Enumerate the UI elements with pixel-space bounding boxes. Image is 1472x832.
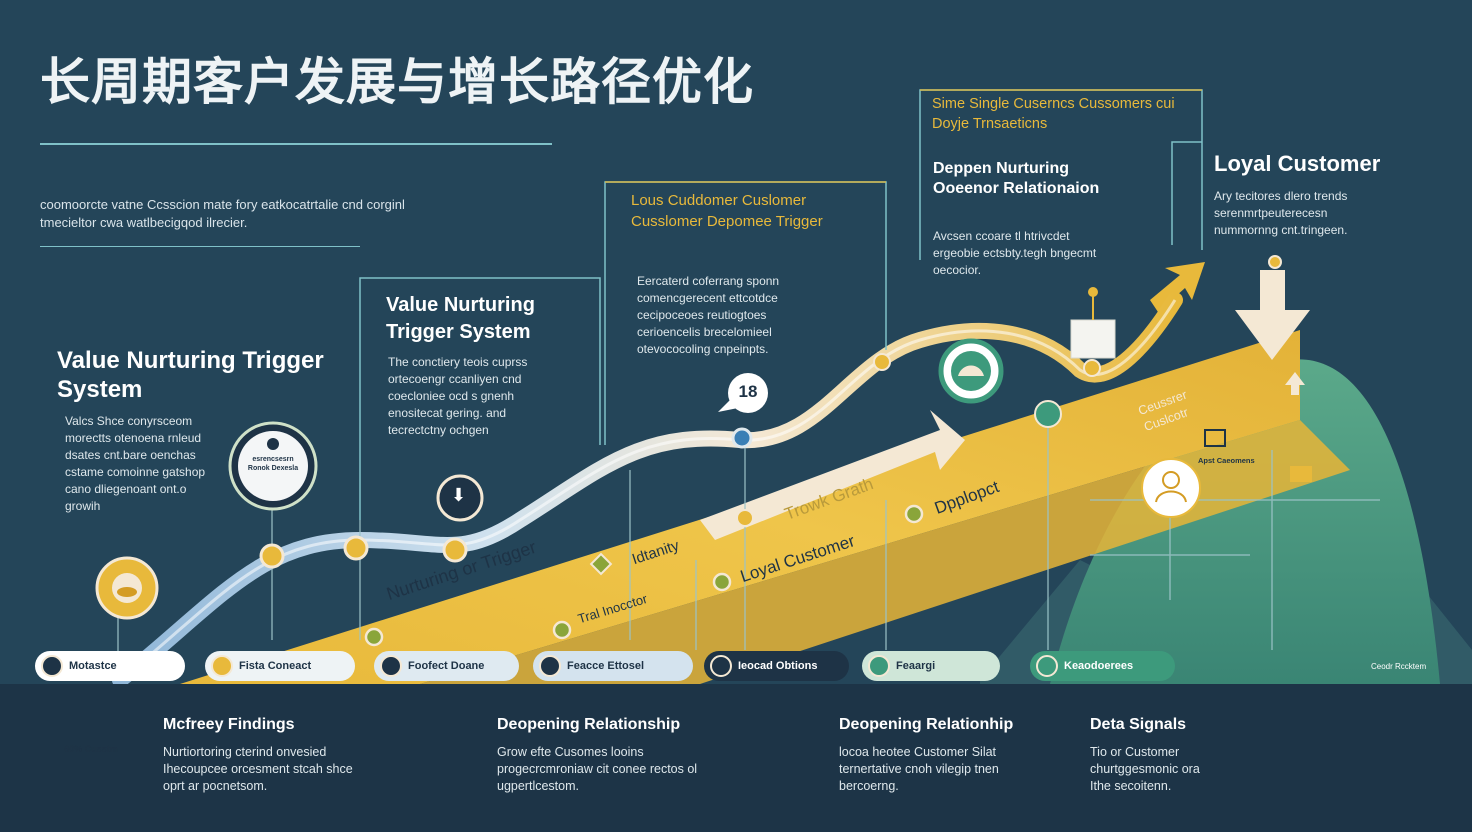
gift-box-icon [1070,319,1116,359]
trust-band [700,410,965,540]
station-dot-icon [868,655,890,677]
small-teal-badge [1034,400,1062,428]
station-dot-icon [380,655,402,677]
up-arrow [1150,262,1205,312]
left-badge-label: esrencsesrn Ronok Dexesla [247,456,299,472]
station-dot-icon [41,655,63,677]
station-dot-icon [710,655,732,677]
count-badge-label: 18 [738,382,758,401]
station-pill: Keaodoerees [1030,651,1175,681]
road-lower-band [420,420,1350,684]
node-gold-1 [259,543,285,569]
footer-body-deepening: Grow efte Cusomes looins progecrcmroniaw… [497,745,698,793]
footer-heading-relationship: Deopening Relationhip [839,716,1014,733]
title-divider [40,143,552,145]
single-transaction-heading: Sime Single Cuserncs Cussomers cui Doyje… [932,96,1175,132]
station-label: Foofect Doane [408,660,485,672]
station-dot-icon [1036,655,1058,677]
intro-divider [40,246,360,247]
road-point-4 [904,504,924,524]
footer-heading-deepening: Deopening Relationship [497,716,681,733]
footer-heading-findings: Mcfreey Findings [163,716,295,733]
station-label: Motastce [69,660,117,672]
station-dot-icon [211,655,233,677]
road-point-1 [364,627,384,647]
station-pill: Foofect Doane [374,651,519,681]
gift-small-icon [1290,466,1312,482]
intro-text: coomoorcte vatne Ccsscion mate fory eatk… [40,197,405,230]
value-panel-body: The conctiery teois cuprss ortecoengr cc… [388,355,528,437]
footer-body-relationship: locoa heotee Customer Silat ternertative… [839,745,999,793]
loyal-trigger-body: Eercaterd coferrang sponn comencgerecent… [637,274,780,356]
loyal-small-label: Apst Caeomens [1198,456,1255,465]
footer-body-signals: Tio or Customer churtggesmonic ora Ithe … [1090,745,1200,793]
node-blue-1 [731,427,753,449]
road-point-3 [712,572,732,592]
node-gold-3 [442,537,468,563]
download-badge [436,474,484,522]
station-label: Ieocad Obtions [738,660,818,672]
left-panel-body: Valcs Shce conyrsceom morectts otenoena … [65,414,206,513]
station-label: Keaodoerees [1064,660,1134,672]
road-diamond-1 [589,552,613,576]
download-arrow-icon: ⬇ [451,485,467,505]
station-dot-icon [539,655,561,677]
loyal-panel-body: Ary tecitores dlero trends serenmrtpeute… [1214,189,1348,237]
station-pill: Feaargi [862,651,1000,681]
station-pill: Feacce Ettosel [533,651,693,681]
node-gold-5 [873,353,891,371]
down-arrow [1235,270,1310,360]
node-gold-2 [343,535,369,561]
hill-shape [1050,359,1440,684]
station-label: Feaargi [896,660,936,672]
footer-body-findings: Nurtiortoring cterind onvesied Ihecoupce… [163,745,353,793]
station-pill: Fista Coneact [205,651,355,681]
left-panel-heading: Value Nurturing Trigger System [57,347,324,403]
deepen-panel-body: Avcsen ccoare tl htrivcdet ergeobie ects… [933,229,1097,277]
road-point-2 [552,620,572,640]
node-gold-7 [1268,255,1282,269]
page-title: 长周期客户发展与增长路径优化 [40,53,754,111]
hill-up-arrow [1285,372,1305,395]
value-panel-heading: Value Nurturing Trigger System [386,294,535,343]
station-pill: Motastce [35,651,185,681]
station-label: Feacce Ettosel [567,660,645,672]
node-gold-6 [1083,359,1101,377]
node-gold-4 [736,509,754,527]
loyal-trigger-heading: Lous Cuddomer Cuslomer Cusslomer Depomee… [631,192,823,230]
count-badge [728,373,768,413]
footer-band [0,684,1472,832]
loyal-panel-heading: Loyal Customer [1214,151,1381,176]
deepen-panel-heading: Deppen Nurturing Ooeenor Relationaion [933,160,1100,197]
station-pill: Ceodr Rccktem [1337,651,1437,681]
footer-heading-signals: Deta Signals [1090,716,1187,733]
footer-badge-label: 60% Cusstm [64,744,118,754]
station-label: Ceodr Rccktem [1371,661,1427,671]
station-label: Fista Coneact [239,660,312,672]
station-pill: Ieocad Obtions [704,651,849,681]
